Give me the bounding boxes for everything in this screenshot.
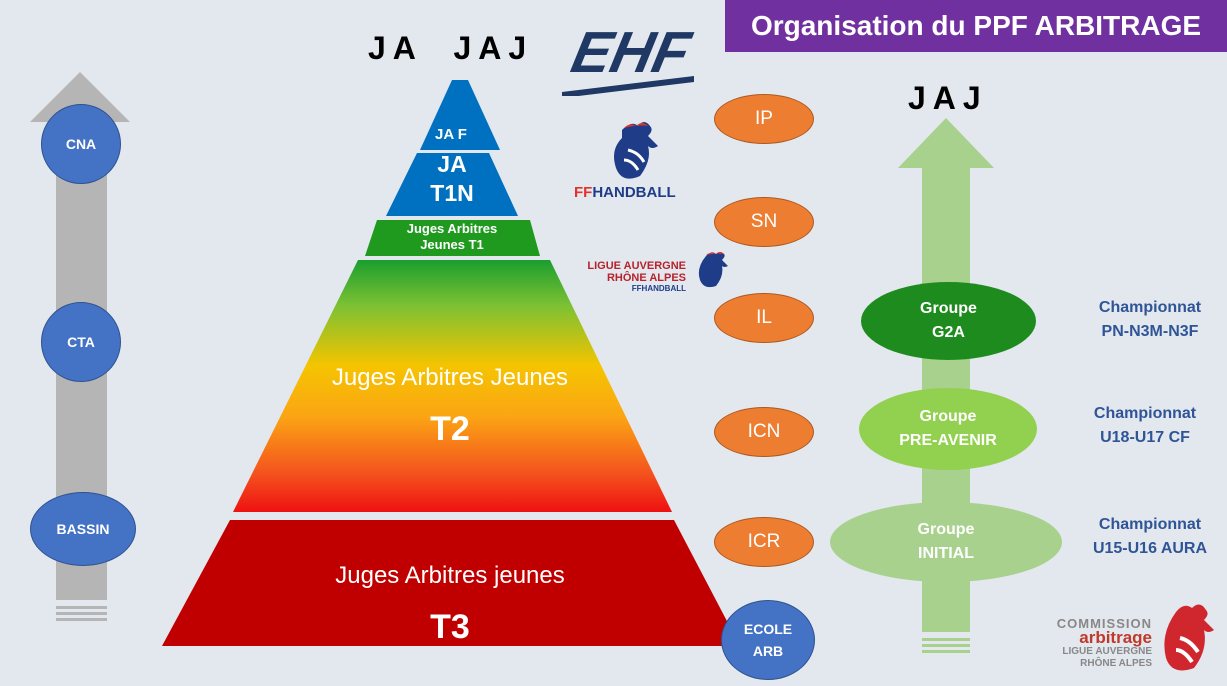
ligue-line3: FFHANDBALL xyxy=(631,284,686,293)
level-bassin-circle: BASSIN xyxy=(30,492,136,566)
group-initial-line1: Groupe xyxy=(917,521,975,538)
group-g2a-line1: Groupe xyxy=(920,300,977,317)
championship-u18: Championnat U18-U17 CF xyxy=(1075,402,1215,450)
heading-ja-jaj: JA JAJ xyxy=(368,30,534,66)
championship-u18-line1: Championnat xyxy=(1093,405,1197,422)
tier-ja-t1n-line1: JA xyxy=(437,151,467,177)
tier-t3-label: Juges Arbitres jeunes xyxy=(335,562,565,589)
ligue-line2: RHÔNE ALPES xyxy=(606,272,686,284)
group-pre-avenir-ellipse: Groupe PRE-AVENIR xyxy=(859,388,1037,470)
tier-t3-level: T3 xyxy=(430,608,470,646)
commission-rooster-icon xyxy=(1164,604,1214,671)
tier-jaj-t1-label: Juges Arbitres Jeunes T1 xyxy=(380,221,524,253)
group-pre-avenir-line1: Groupe xyxy=(919,408,977,425)
championship-pn: Championnat PN-N3M-N3F xyxy=(1080,296,1220,344)
tier-jaj-t1-line2: Jeunes T1 xyxy=(420,237,484,252)
heading-jaj: JAJ xyxy=(908,80,988,116)
championship-u15: Championnat U15-U16 AURA xyxy=(1073,513,1227,561)
pyramid-tier-ja-f-tip xyxy=(436,80,484,130)
group-initial-line2: INITIAL xyxy=(918,545,974,562)
ehf-logo: EHF xyxy=(562,21,698,96)
level-icr-circle: ICR xyxy=(714,517,814,567)
level-icn-circle: ICN xyxy=(714,407,814,457)
ligue-aura-logo: LIGUE AUVERGNE RHÔNE ALPES FFHANDBALL xyxy=(560,250,735,300)
level-cna-circle: CNA xyxy=(41,104,121,184)
commission-line3: LIGUE AUVERGNE xyxy=(1062,646,1152,657)
championship-u15-line2: U15-U16 AURA xyxy=(1092,540,1208,557)
pyramid-tier-t2 xyxy=(233,260,672,512)
tier-ja-f-label: JA F xyxy=(435,126,467,143)
page-title: Organisation du PPF ARBITRAGE xyxy=(725,0,1227,52)
ffhandball-logo: FFHANDBALL xyxy=(572,120,702,204)
group-g2a-line2: G2A xyxy=(932,324,965,341)
group-initial-ellipse: Groupe INITIAL xyxy=(830,502,1062,582)
group-g2a-ellipse: Groupe G2A xyxy=(861,282,1036,360)
ligue-rooster-icon xyxy=(698,252,728,288)
tier-ja-t1n-line2: T1N xyxy=(430,180,474,206)
group-pre-avenir-line2: PRE-AVENIR xyxy=(899,432,997,449)
commission-line1: COMMISSION xyxy=(1056,616,1152,631)
rooster-icon xyxy=(614,122,658,179)
ecole-arb-circle: ECOLE ARB xyxy=(721,600,815,680)
level-ip-circle: IP xyxy=(714,94,814,144)
pyramid-tier-t3 xyxy=(162,520,740,646)
commission-arbitrage-logo: COMMISSION arbitrage LIGUE AUVERGNE RHÔN… xyxy=(1030,598,1227,686)
ehf-logo-text: EHF xyxy=(566,21,698,85)
level-sn-circle: SN xyxy=(714,197,814,247)
tier-t2-level: T2 xyxy=(430,410,470,448)
championship-u15-line1: Championnat xyxy=(1098,516,1202,533)
pyramid-tier-jaj-t1 xyxy=(365,220,540,256)
ecole-line1: ECOLE xyxy=(743,621,793,637)
ffhandball-wordmark: FFHANDBALL xyxy=(574,184,676,201)
level-il-circle: IL xyxy=(714,293,814,343)
tier-jaj-t1-line1: Juges Arbitres xyxy=(406,221,498,236)
tier-ja-t1n-label: JA T1N xyxy=(400,150,504,208)
commission-line4: RHÔNE ALPES xyxy=(1080,658,1152,669)
level-cta-circle: CTA xyxy=(41,302,121,382)
commission-line2: arbitrage xyxy=(1079,628,1152,647)
pyramid-tier-ja-t1n xyxy=(386,153,518,216)
tier-t2-label: Juges Arbitres Jeunes xyxy=(331,364,569,391)
championship-u18-line2: U18-U17 CF xyxy=(1100,429,1190,446)
championship-pn-line2: PN-N3M-N3F xyxy=(1101,323,1199,340)
ligue-line1: LIGUE AUVERGNE xyxy=(587,260,686,272)
ecole-line2: ARB xyxy=(752,643,784,659)
championship-pn-line1: Championnat xyxy=(1098,299,1202,316)
